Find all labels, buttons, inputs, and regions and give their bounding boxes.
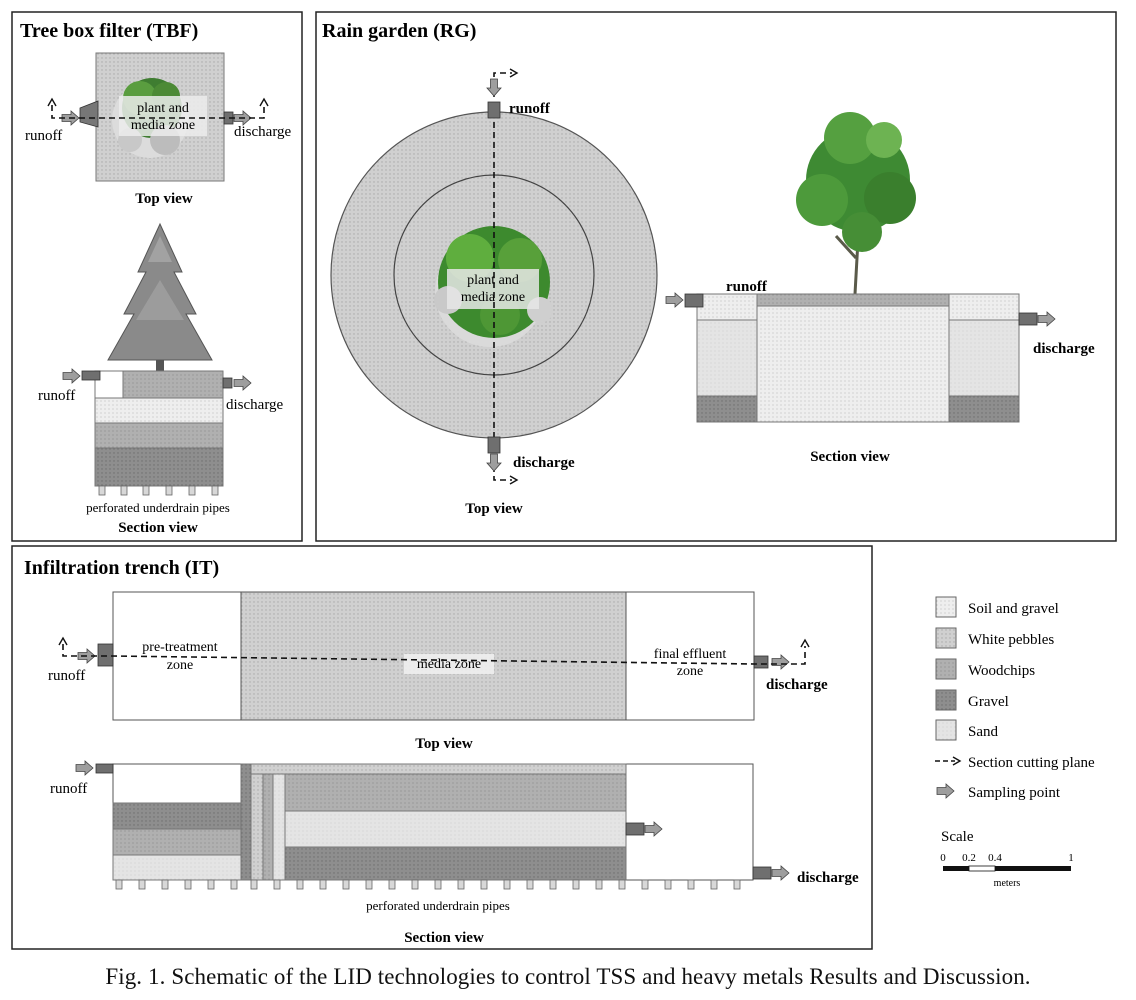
legend-label-sand: Sand: [968, 724, 999, 740]
tbf-top-discharge-label: discharge: [234, 124, 292, 140]
tbf-zone-label-bg: [119, 96, 207, 136]
legend-label-sampling-point: Sampling point: [968, 785, 1061, 801]
tbf-sampling-out-section: [233, 375, 252, 391]
tbf-cutting-plane: [51, 105, 265, 119]
rg-section-runoff-label: runoff: [726, 279, 768, 295]
tbf-title: Tree box filter (TBF): [20, 20, 198, 42]
tbf-top-view-label: Top view: [135, 191, 193, 207]
rg-section-view: runoff discharge Section view: [665, 112, 1095, 465]
tbf-zone-line2: media zone: [131, 118, 195, 133]
it-underdrain-pipes: [115, 879, 741, 890]
legend: Soil and gravel White pebbles Woodchips …: [935, 596, 1095, 801]
scale-tick-02: 0.2: [962, 852, 976, 864]
rg-title: Rain garden (RG): [322, 20, 476, 42]
rg-sampling-point-out: [486, 453, 502, 472]
tbf-top-runoff-label: runoff: [25, 128, 62, 144]
tbf-top-view: plant and media zone runoff discharge To…: [25, 52, 292, 207]
tbf-section-view: runoff discharge perforated underdrain p…: [38, 222, 284, 536]
rg-sampling-in-section: [665, 292, 684, 308]
it-top-view-label: Top view: [415, 736, 473, 752]
it-pipes-label: perforated underdrain pipes: [366, 898, 510, 913]
figure-number: Fig. 1.: [105, 964, 166, 989]
rg-sampling-out-section: [1037, 311, 1056, 327]
tbf-underdrain-pipes: [98, 485, 219, 496]
rg-zone-line1: plant and: [467, 273, 519, 288]
it-section-runoff-label: runoff: [50, 781, 87, 797]
tbf-pipes-label: perforated underdrain pipes: [86, 500, 230, 515]
rg-section-discharge-label: discharge: [1033, 341, 1095, 357]
tbf-zone-line1: plant and: [137, 101, 189, 116]
it-section-view: runoff discharge perforated underdrain p…: [50, 760, 859, 946]
it-title: Infiltration trench (IT): [24, 557, 219, 579]
it-sampling-in-section: [75, 760, 94, 776]
rg-sampling-point-in: [486, 78, 502, 97]
scale-unit: meters: [994, 878, 1021, 889]
it-final-line2: zone: [677, 664, 703, 679]
rg-top-discharge-label: discharge: [513, 455, 575, 471]
it-top-runoff-label: runoff: [48, 668, 85, 684]
it-panel: Infiltration trench (IT) media zone pre-…: [11, 545, 873, 950]
legend-swatch-sand: [935, 719, 957, 741]
rg-panel: Rain garden (RG) plant and media zone: [315, 11, 1117, 542]
legend-label-gravel: Gravel: [968, 694, 1009, 710]
tbf-panel: Tree box filter (TBF) plant and media zo…: [11, 11, 303, 542]
legend-label-cutting-plane: Section cutting plane: [968, 755, 1095, 771]
it-pretreat-line1: pre-treatment: [142, 640, 218, 655]
tbf-section-runoff-label: runoff: [38, 388, 75, 404]
it-sampling-point-out: [771, 654, 790, 670]
it-top-view: media zone pre-treatment zone final effl…: [48, 591, 828, 752]
rg-top-runoff-label: runoff: [509, 101, 551, 117]
tbf-section-discharge-label: discharge: [226, 397, 284, 413]
figure-caption: Fig. 1. Schematic of the LID technologie…: [0, 964, 1136, 990]
tbf-section-view-label: Section view: [118, 520, 198, 536]
rg-top-view-label: Top view: [465, 501, 523, 517]
it-section-view-label: Section view: [404, 930, 484, 946]
it-final-line1: final effluent: [654, 647, 727, 662]
legend-label-woodchips: Woodchips: [968, 663, 1035, 679]
rg-zone-line2: media zone: [461, 290, 525, 305]
figure-caption-text: Schematic of the LID technologies to con…: [171, 964, 1031, 989]
scale-tick-04: 0.4: [988, 852, 1002, 864]
legend-label-soil-gravel: Soil and gravel: [968, 601, 1059, 617]
scale-bar: Scale 0 0.2 0.4 1 meters: [940, 829, 1074, 889]
legend-swatch-soil-gravel: [935, 596, 957, 618]
tbf-sampling-in-section: [62, 368, 81, 384]
it-sampling-out-section: [771, 865, 790, 881]
scale-title: Scale: [941, 829, 974, 845]
it-pretreat-line2: zone: [167, 658, 193, 673]
tbf-tree-icon: [107, 222, 213, 372]
it-section-discharge-label: discharge: [797, 870, 859, 886]
rg-plant-canopy: [434, 226, 553, 347]
legend-swatch-white-pebbles: [935, 627, 957, 649]
rg-top-view: plant and media zone runoff discharge To…: [330, 68, 658, 517]
legend-swatch-woodchips: [935, 658, 957, 680]
rg-section-view-label: Section view: [810, 449, 890, 465]
rg-tree-icon: [796, 112, 916, 295]
it-cutting-plane: [62, 644, 806, 665]
legend-sampling-point-icon: [936, 783, 955, 799]
scale-tick-1: 1: [1068, 852, 1074, 864]
tbf-inlet: [79, 100, 99, 128]
it-top-discharge-label: discharge: [766, 677, 828, 693]
legend-swatch-gravel: [935, 689, 957, 711]
scale-tick-0: 0: [940, 852, 946, 864]
legend-label-white-pebbles: White pebbles: [968, 632, 1054, 648]
